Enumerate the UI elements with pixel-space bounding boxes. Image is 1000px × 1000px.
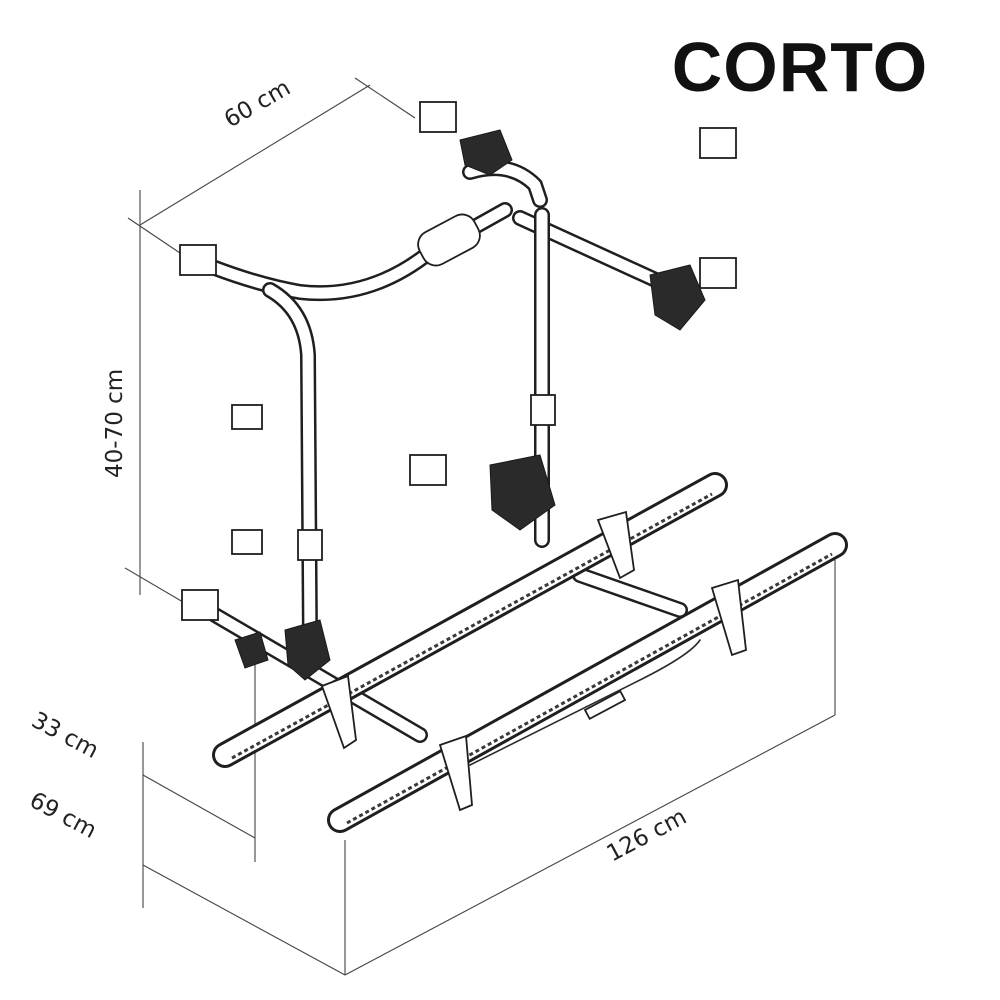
rack-frame	[207, 160, 688, 743]
bike-rail-lower	[327, 532, 848, 833]
bike-rail-upper	[212, 472, 728, 768]
upright-sleeve-right	[530, 394, 556, 426]
dimension-label-rail-length: 126 cm	[603, 804, 691, 867]
rail-lock	[583, 689, 627, 721]
rail-strap	[469, 639, 701, 766]
dimension-label-rail-height-lower: 69 cm	[25, 787, 100, 844]
rail-brackets	[320, 510, 747, 812]
page-title: CORTO	[671, 28, 929, 106]
dimension-label-height-range: 40-70 cm	[102, 369, 128, 478]
upright-sleeve-left	[297, 529, 323, 561]
center-connector	[417, 213, 481, 267]
dimension-lines	[124, 77, 836, 976]
arm-clamps	[234, 129, 706, 681]
mounting-brackets	[179, 101, 737, 621]
dimension-label-depth: 60 cm	[220, 75, 295, 133]
dimension-label-rail-height-upper: 33 cm	[27, 707, 102, 764]
